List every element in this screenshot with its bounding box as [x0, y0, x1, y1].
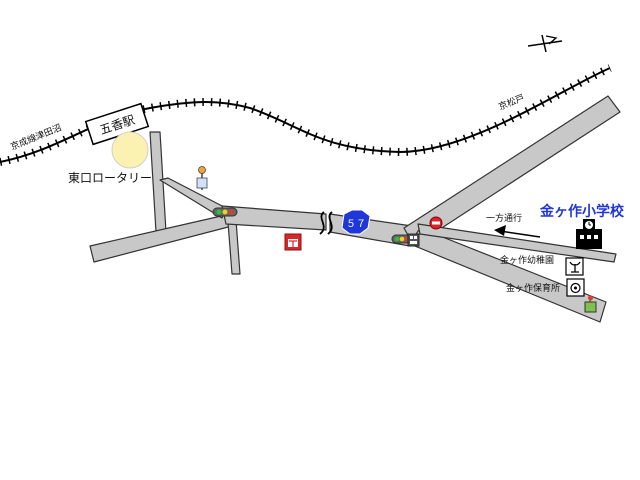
road-south-spur [227, 219, 241, 275]
bus-stop-icon [196, 166, 208, 190]
north-arrow-icon [527, 34, 563, 53]
traffic-light-icon [212, 207, 238, 217]
road-oneway [417, 223, 617, 263]
railway-label-left: 京成線津田沼 [9, 121, 64, 152]
traffic-light-icon [584, 295, 597, 313]
railway-line [0, 64, 612, 166]
nursery-icon [566, 278, 585, 297]
nursery-name: 金ヶ作保育所 [506, 282, 560, 294]
route-shield-icon: ５７ [341, 209, 371, 235]
one-way-arrow-icon [494, 225, 541, 238]
road-break-mark [319, 211, 333, 235]
one-way-label: 一方通行 [486, 212, 522, 224]
kindergarten-icon [565, 257, 584, 276]
road-57-west [221, 205, 327, 231]
road-southeast [409, 227, 607, 323]
no-entry-sign-icon [429, 216, 443, 230]
school-icon [576, 219, 602, 249]
post-office-icon [284, 233, 302, 251]
school-name: 金ヶ作小学校 [539, 203, 625, 220]
station-box: 五香駅 [84, 102, 150, 146]
kindergarten-name: 金ヶ作幼稚園 [500, 254, 554, 266]
railway-label-right: 京松戸 [497, 92, 527, 113]
route-number: ５７ [346, 219, 366, 230]
rotary-circle [111, 131, 149, 169]
traffic-light-icon [391, 234, 413, 244]
rotary-label: 東口ロータリー [68, 171, 152, 185]
police-box-icon [407, 233, 420, 247]
roads [89, 95, 621, 323]
